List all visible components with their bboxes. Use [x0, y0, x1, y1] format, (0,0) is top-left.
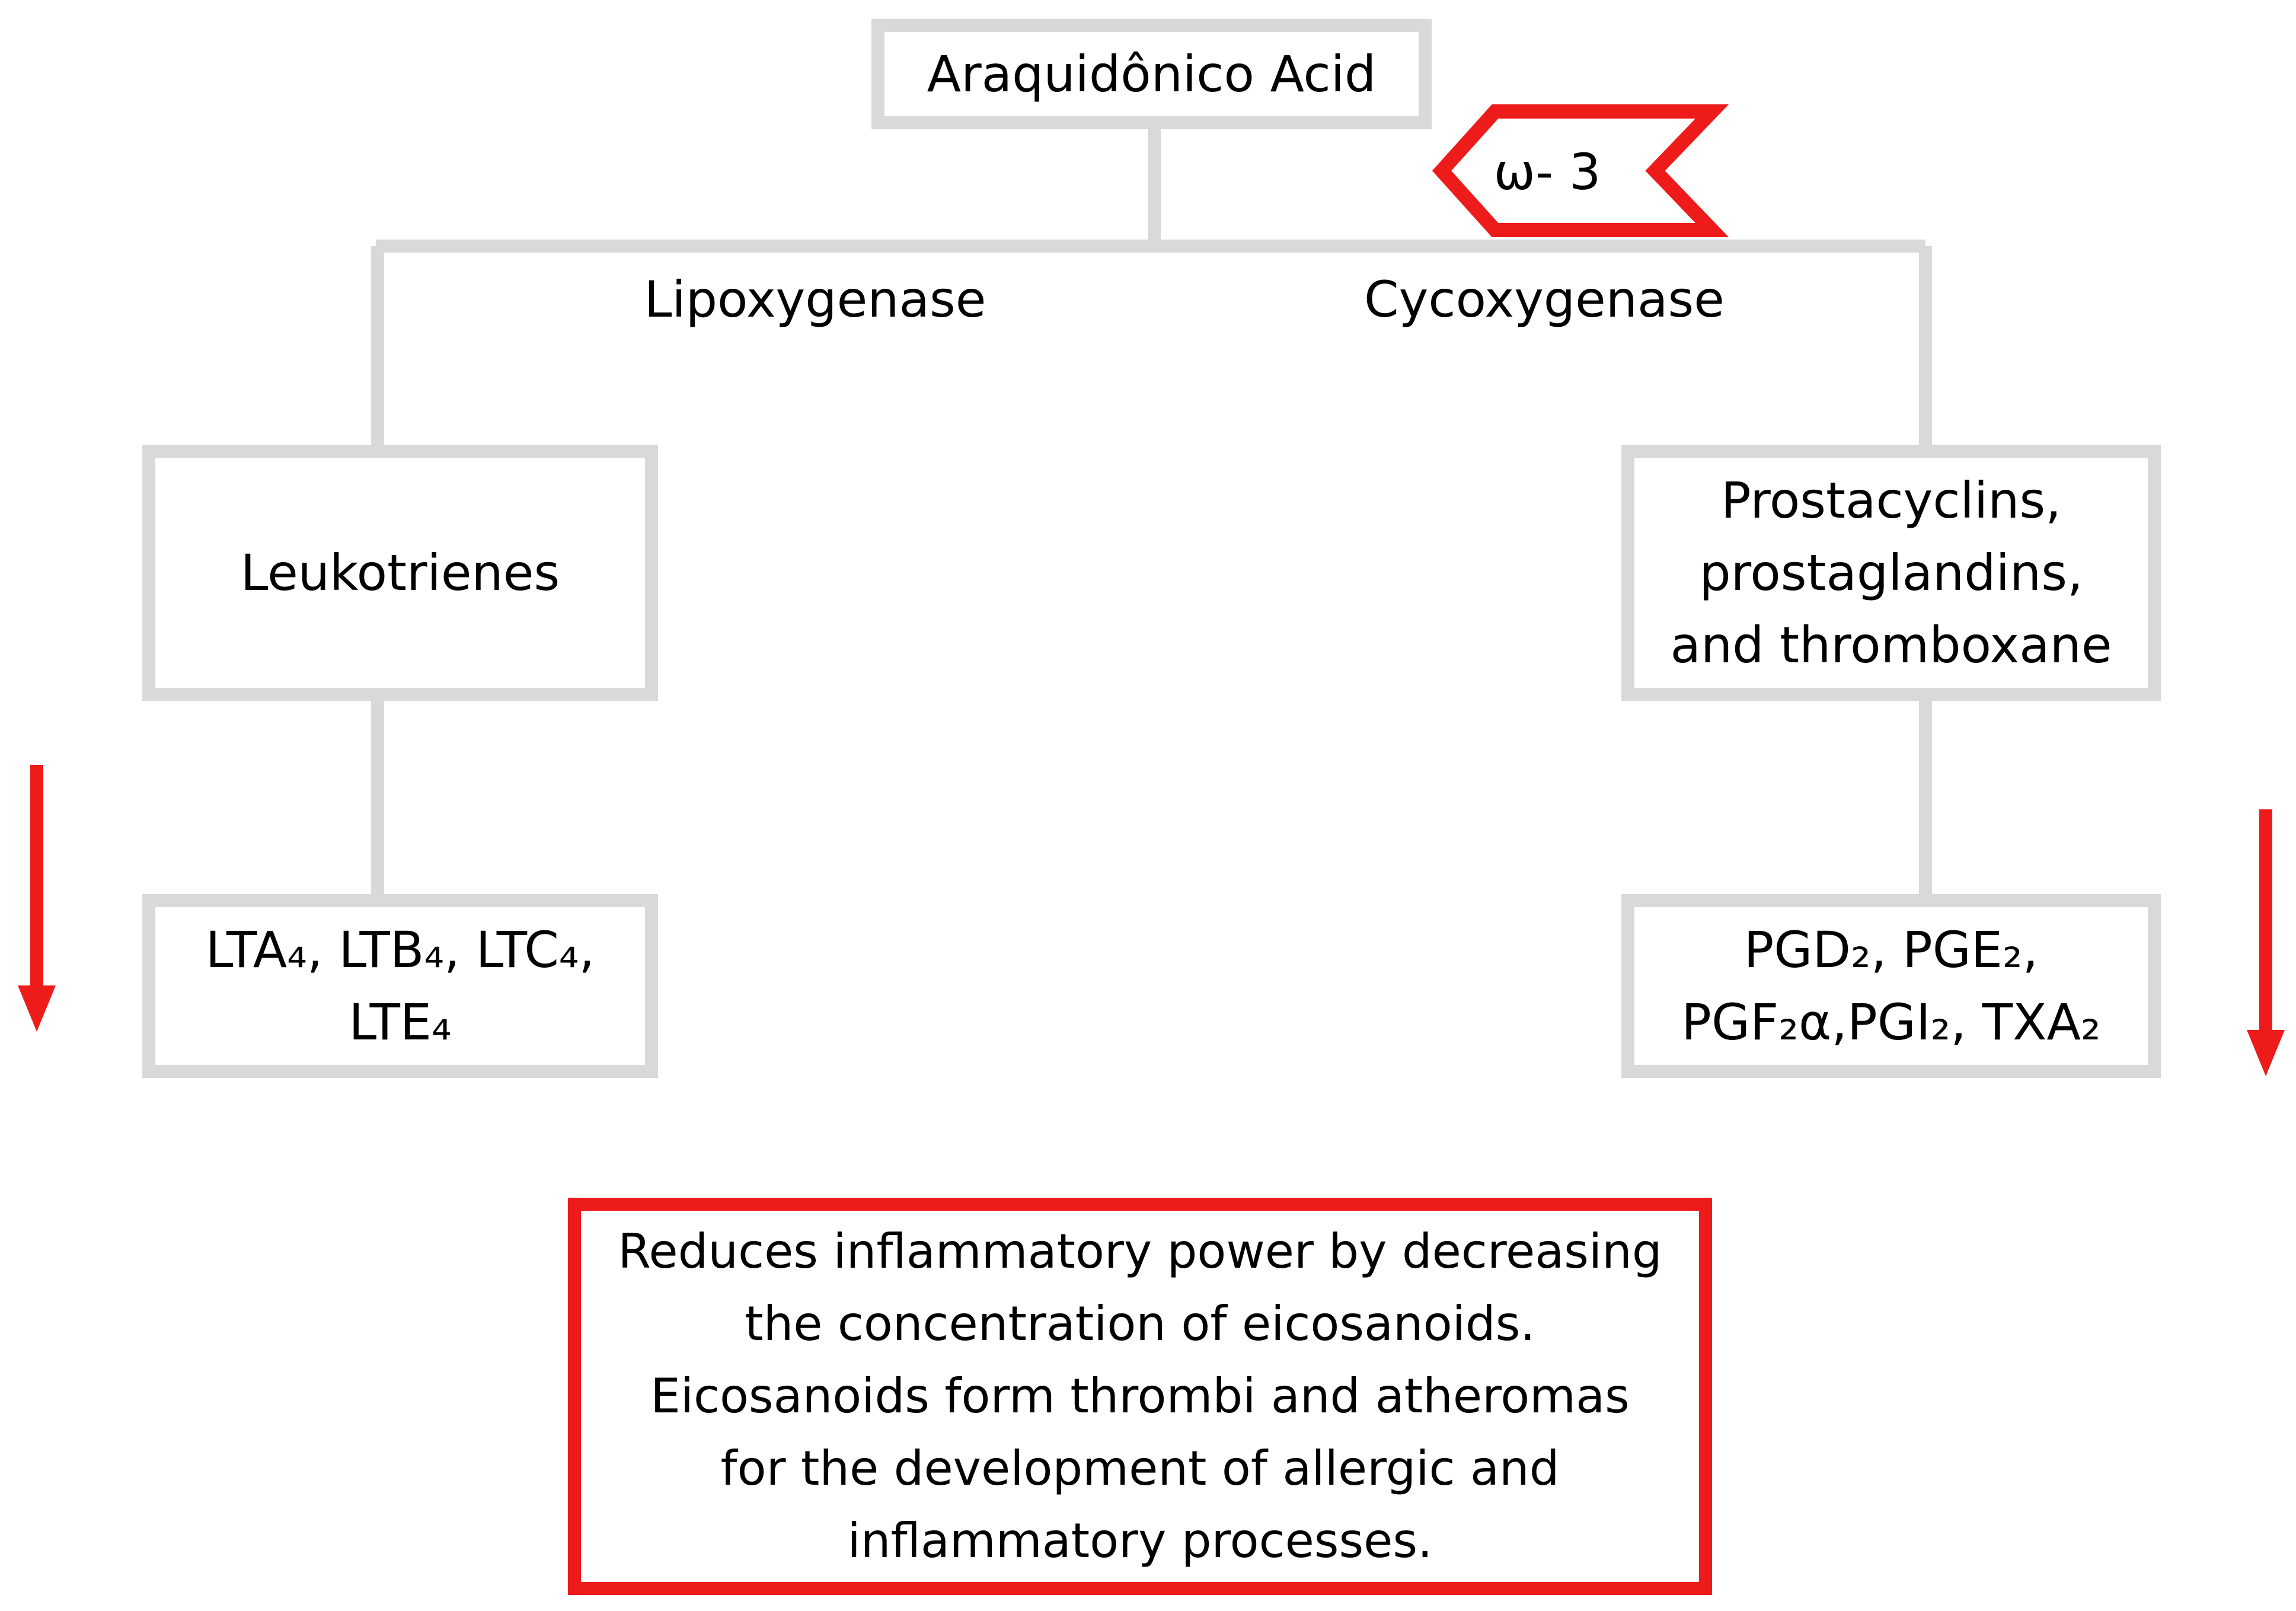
prostanoids-node: Prostacyclins, prostaglandins, and throm…	[1621, 445, 2161, 701]
left-decrease-arrow	[18, 765, 56, 1032]
prostanoid-products-line: PGD₂, PGE₂,	[1743, 921, 2039, 979]
leukotriene-products-text: LTA₄, LTB₄, LTC₄, LTE₄	[206, 914, 595, 1058]
effect-summary-line: for the development of allergic and	[720, 1441, 1560, 1496]
leukotrienes-label: Leukotrienes	[240, 544, 560, 602]
effect-summary-line: Reduces inflammatory power by decreasing	[618, 1224, 1662, 1279]
prostanoid-products-text: PGD₂, PGE₂, PGF₂α,PGI₂, TXA₂	[1681, 914, 2100, 1058]
effect-summary-line: inflammatory processes.	[847, 1513, 1433, 1568]
prostanoids-text: Prostacyclins, prostaglandins, and throm…	[1670, 464, 2112, 681]
leukotriene-products-line: LTE₄	[349, 993, 452, 1051]
omega-3-tag-shape	[1432, 104, 1729, 237]
leukotriene-products-node: LTA₄, LTB₄, LTC₄, LTE₄	[142, 894, 658, 1078]
leukotrienes-node: Leukotrienes	[142, 445, 658, 701]
prostanoids-line: Prostacyclins,	[1721, 471, 2061, 529]
prostanoid-products-node: PGD₂, PGE₂, PGF₂α,PGI₂, TXA₂	[1621, 894, 2161, 1078]
effect-summary-line: Eicosanoids form thrombi and atheromas	[650, 1368, 1630, 1424]
lipoxygenase-label: Lipoxygenase	[644, 270, 986, 328]
leukotriene-products-line: LTA₄, LTB₄, LTC₄,	[205, 921, 595, 979]
right-decrease-arrow	[2247, 809, 2285, 1076]
root-node-araquidonico-acid: Araquidônico Acid	[871, 19, 1432, 129]
prostanoid-products-line: PGF₂α,PGI₂, TXA₂	[1681, 993, 2101, 1051]
cycoxygenase-label: Cycoxygenase	[1364, 270, 1725, 328]
effect-summary-line: the concentration of eicosanoids.	[745, 1296, 1535, 1351]
prostanoids-line: prostaglandins,	[1699, 544, 2083, 602]
omega-3-tag-label: ω- 3	[1493, 143, 1601, 201]
effect-summary-box: Reduces inflammatory power by decreasing…	[568, 1198, 1712, 1595]
omega-3-tag	[1432, 104, 1729, 237]
prostanoids-line: and thromboxane	[1670, 616, 2112, 674]
arrow-down-icon	[2247, 809, 2285, 1076]
arrow-down-icon	[18, 765, 56, 1032]
root-node-label: Araquidônico Acid	[927, 45, 1377, 103]
effect-summary-text: Reduces inflammatory power by decreasing…	[618, 1216, 1662, 1577]
